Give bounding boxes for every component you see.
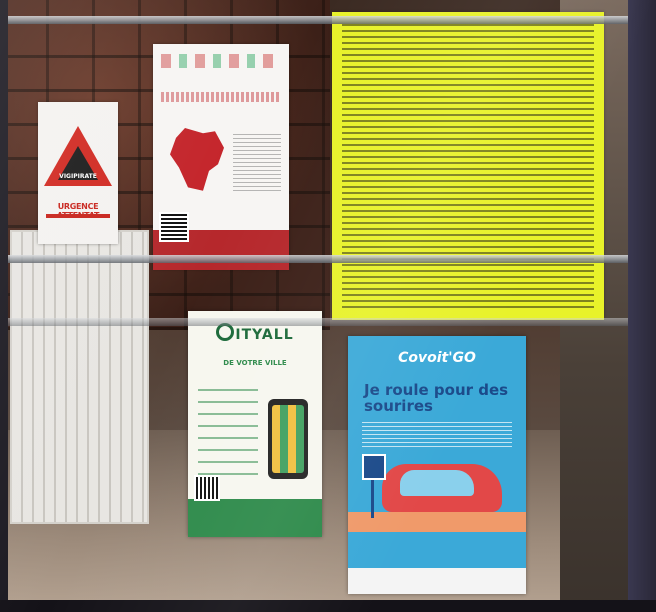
cityall-brand-text: ITYALL xyxy=(235,327,294,343)
window-rail-top xyxy=(0,16,656,24)
radiator xyxy=(10,230,149,524)
yellow-notice-text xyxy=(342,24,594,310)
yellow-notice xyxy=(332,12,604,320)
covoitgo-headline: Je roule pour des sourires xyxy=(364,381,509,415)
regional-poster-subtitle-block xyxy=(161,92,281,102)
vigipirate-sign: VIGIPIRATE URGENCE ATTENTAT xyxy=(38,102,118,244)
window-rail-middle xyxy=(0,255,656,263)
cityall-tagline: DE VOTRE VILLE xyxy=(223,359,287,367)
sign-pole xyxy=(371,478,374,518)
vigipirate-label: VIGIPIRATE xyxy=(59,173,97,180)
vigipirate-red-bar xyxy=(46,214,110,218)
cityall-feature-list xyxy=(198,389,258,479)
vigipirate-inner-triangle xyxy=(58,146,98,180)
qr-code-icon xyxy=(194,475,220,501)
cityall-green-footer xyxy=(188,499,322,537)
bus-stop-sign-icon xyxy=(362,454,386,480)
window-rail-lower xyxy=(0,318,656,326)
window-frame-right xyxy=(628,0,656,612)
window-frame-left xyxy=(0,0,8,612)
qr-code-icon xyxy=(159,212,189,242)
regional-poster xyxy=(153,44,289,270)
partner-logos xyxy=(161,54,281,68)
car-window xyxy=(400,470,474,496)
road-illustration xyxy=(348,512,526,532)
covoitgo-logo-footer xyxy=(348,568,526,594)
window-frame-bottom xyxy=(0,600,656,612)
covoitgo-body-text xyxy=(362,422,512,448)
regional-poster-body-text xyxy=(233,134,281,194)
cityall-brand: ITYALL xyxy=(188,323,322,343)
phone-screen xyxy=(272,405,304,473)
cityall-poster: ITYALL DE VOTRE VILLE xyxy=(188,311,322,537)
covoitgo-poster: Covoit'GO Je roule pour des sourires xyxy=(348,336,526,594)
region-map-icon xyxy=(170,128,224,191)
covoitgo-brand: Covoit'GO xyxy=(398,350,476,366)
